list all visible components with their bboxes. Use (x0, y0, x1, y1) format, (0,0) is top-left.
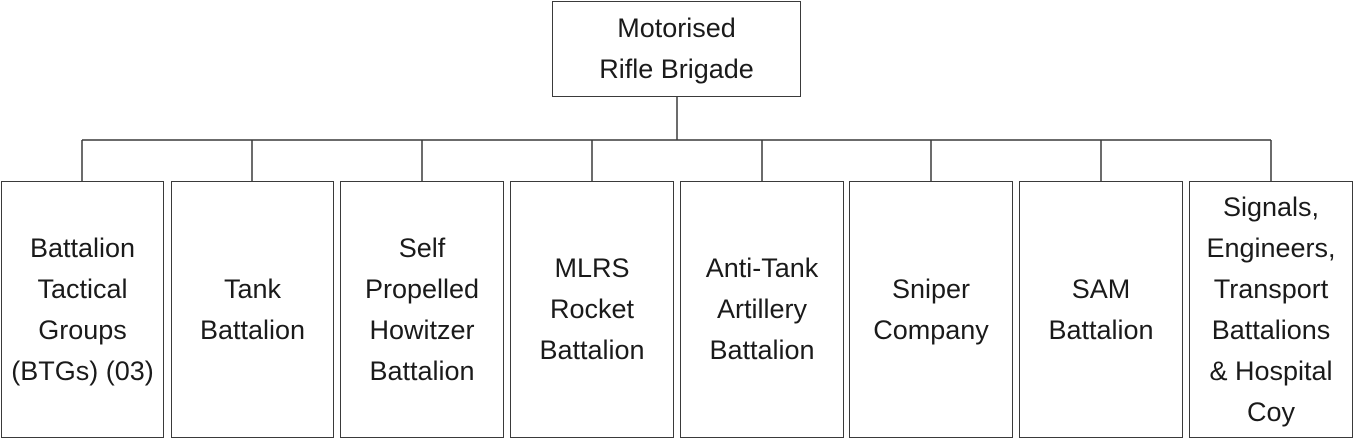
child-node-label: Signals, Engineers, Transport Battalions… (1206, 191, 1336, 427)
child-node-label: Battalion Tactical Groups (BTGs) (03) (11, 232, 154, 386)
child-node-label: MLRS Rocket Battalion (539, 253, 645, 365)
child-node-label: Sniper Company (873, 273, 989, 345)
child-node-btg: Battalion Tactical Groups (BTGs) (03) (1, 181, 164, 438)
child-node-anti-tank: Anti-Tank Artillery Battalion (680, 181, 844, 438)
child-node-label: SAM Battalion (1048, 273, 1154, 345)
child-node-label: Anti-Tank Artillery Battalion (705, 253, 819, 365)
child-node-howitzer: Self Propelled Howitzer Battalion (340, 181, 504, 438)
root-node: Motorised Rifle Brigade (552, 1, 801, 97)
child-node-mlrs: MLRS Rocket Battalion (510, 181, 674, 438)
child-node-label: Self Propelled Howitzer Battalion (364, 232, 480, 386)
child-node-sniper: Sniper Company (849, 181, 1013, 438)
child-node-label: Tank Battalion (199, 273, 306, 345)
child-node-sam: SAM Battalion (1019, 181, 1183, 438)
child-node-tank: Tank Battalion (171, 181, 334, 438)
child-node-support: Signals, Engineers, Transport Battalions… (1189, 181, 1353, 438)
root-node-label: Motorised Rifle Brigade (599, 13, 754, 84)
